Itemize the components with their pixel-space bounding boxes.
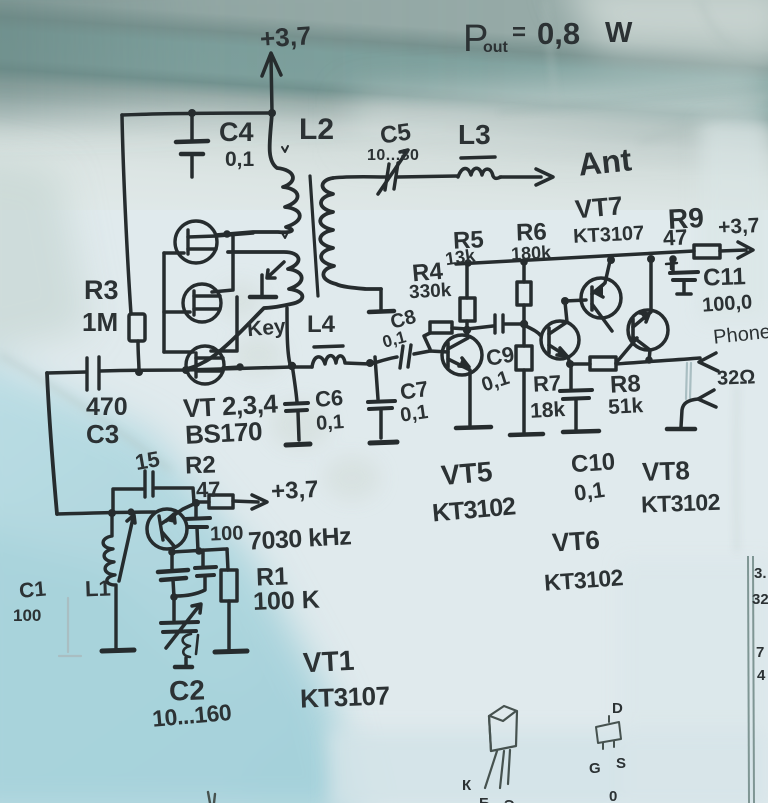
svg-text:C3: C3 [86,419,119,449]
svg-text:R2: R2 [185,451,217,479]
svg-text:L2: L2 [299,113,334,146]
svg-text:0: 0 [609,788,617,803]
svg-text:R5: R5 [452,226,484,255]
svg-text:KT3107: KT3107 [300,680,391,713]
svg-text:C6: C6 [314,385,344,412]
svg-text:R3: R3 [84,275,119,305]
svg-text:W: W [605,17,633,49]
svg-text:R8: R8 [609,370,641,399]
svg-text:0,8: 0,8 [537,16,580,51]
svg-text:R6: R6 [516,218,548,246]
svg-text:32Ω: 32Ω [717,366,756,389]
svg-text:470: 470 [86,393,128,421]
svg-text:BS170: BS170 [184,416,263,450]
svg-text:0,1: 0,1 [572,477,606,506]
svg-text:1M: 1M [82,307,118,337]
svg-text:100: 100 [210,522,244,545]
svg-text:C11: C11 [703,263,747,291]
svg-text:S: S [616,755,626,772]
svg-text:C10: C10 [570,448,616,478]
svg-text:L4: L4 [307,311,336,338]
svg-text:3.: 3. [754,565,767,582]
svg-text:4: 4 [757,667,766,684]
svg-text:18k: 18k [529,398,566,423]
svg-text:R9: R9 [667,202,704,235]
svg-text:100: 100 [13,606,41,625]
svg-text:VT5: VT5 [440,456,494,491]
svg-text:KT3107: KT3107 [573,222,645,248]
svg-text:0,1: 0,1 [399,401,430,427]
svg-text:R1: R1 [256,562,289,591]
svg-text:P: P [463,18,488,60]
svg-text:R7: R7 [532,370,561,396]
svg-text:Б: Б [479,795,490,803]
svg-text:KT3102: KT3102 [641,489,721,518]
svg-text:C1: C1 [18,578,47,603]
svg-text:C2: C2 [168,674,205,706]
svg-text:L1: L1 [85,575,112,601]
svg-text:32: 32 [752,591,768,608]
svg-text:0,1: 0,1 [225,148,255,171]
svg-text:VT1: VT1 [302,645,355,679]
svg-text:R4: R4 [411,258,445,288]
svg-text:Key: Key [246,315,287,341]
svg-text:VT8: VT8 [642,455,691,487]
svg-text:10...80: 10...80 [367,147,419,164]
svg-text:100,0: 100,0 [701,291,752,316]
svg-text:+3,7: +3,7 [718,214,761,239]
svg-text:100 K: 100 K [253,586,321,616]
svg-text:Э: Э [504,797,515,803]
svg-text:Ant: Ant [576,141,633,182]
svg-text:15: 15 [133,446,161,475]
svg-text:К: К [462,777,472,794]
svg-text:VT6: VT6 [551,524,601,557]
svg-text:VT7: VT7 [574,190,624,224]
svg-text:7030 kHz: 7030 kHz [247,522,351,555]
svg-text:7: 7 [756,644,764,661]
svg-text:47: 47 [662,224,688,250]
svg-text:C7: C7 [398,376,429,405]
svg-text:D: D [612,700,623,717]
svg-text:47: 47 [196,477,221,503]
svg-text:G: G [589,760,601,777]
svg-text:+3,7: +3,7 [270,476,319,505]
svg-text:C5: C5 [378,119,412,150]
svg-text:51k: 51k [608,394,645,419]
svg-text:KT3102: KT3102 [543,564,623,595]
svg-text:VT 2,3,4: VT 2,3,4 [182,388,279,423]
svg-text:C4: C4 [219,117,254,147]
svg-text:330k: 330k [409,280,453,303]
svg-text:C9: C9 [484,341,516,371]
svg-text:180k: 180k [511,242,553,264]
svg-text:+3,7: +3,7 [259,20,312,54]
svg-text:0,1: 0,1 [315,411,344,435]
svg-text:L3: L3 [458,119,491,150]
svg-text:out: out [483,39,509,56]
svg-text:13k: 13k [444,245,478,269]
svg-text:=: = [512,19,526,46]
